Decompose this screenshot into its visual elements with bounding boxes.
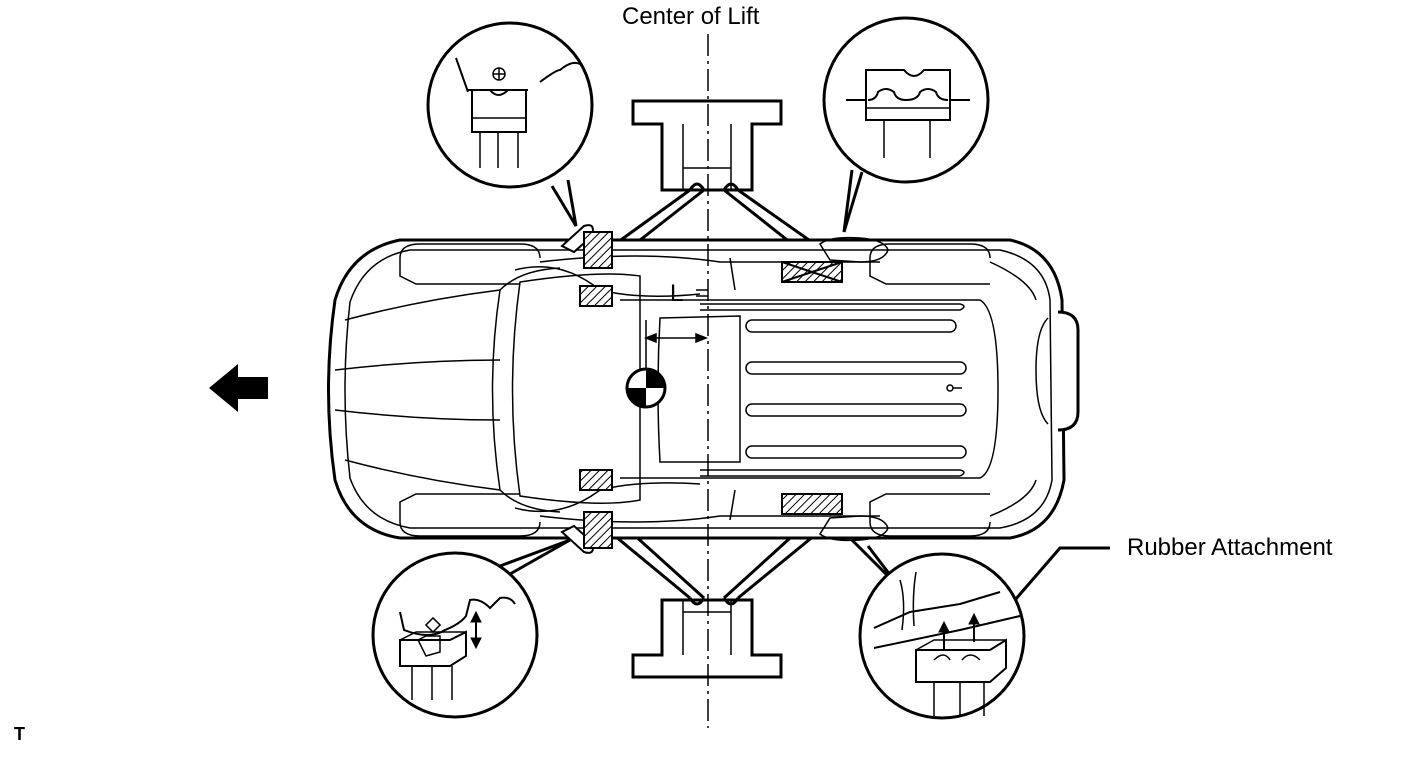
lift-pads <box>580 232 842 548</box>
detail-circle-front-lower <box>373 540 570 717</box>
detail-circle-rear-upper <box>824 18 988 232</box>
rubber-attachment-label: Rubber Attachment <box>1127 534 1333 561</box>
detail-circle-front-upper <box>428 23 592 226</box>
detail-circle-rear-lower <box>852 540 1110 718</box>
roof-rail-1 <box>746 320 956 332</box>
corner-mark: T <box>14 724 25 744</box>
front-pad-lower <box>580 470 612 490</box>
front-pad-upper <box>580 286 612 306</box>
front-pad-upper-small <box>584 232 612 268</box>
rear-bumper <box>1058 312 1078 430</box>
roof-rail-2 <box>746 362 966 374</box>
l-dimension <box>646 290 708 372</box>
vehicle-top-view <box>329 225 1079 553</box>
lift-top-column <box>633 101 781 190</box>
lift-bottom-column <box>633 600 781 677</box>
lift-structure <box>598 101 826 677</box>
front-pad-lower-small <box>584 512 612 548</box>
center-of-lift-label: Center of Lift <box>622 3 760 30</box>
rear-pad-lower <box>782 494 842 514</box>
center-of-gravity-icon <box>627 369 665 407</box>
roof-rail-3 <box>746 404 966 416</box>
l-dimension-label: L <box>670 280 684 307</box>
left-arrow-icon <box>209 364 268 412</box>
vehicle-body-outline <box>329 240 1065 538</box>
roof-rail-4 <box>746 446 966 458</box>
